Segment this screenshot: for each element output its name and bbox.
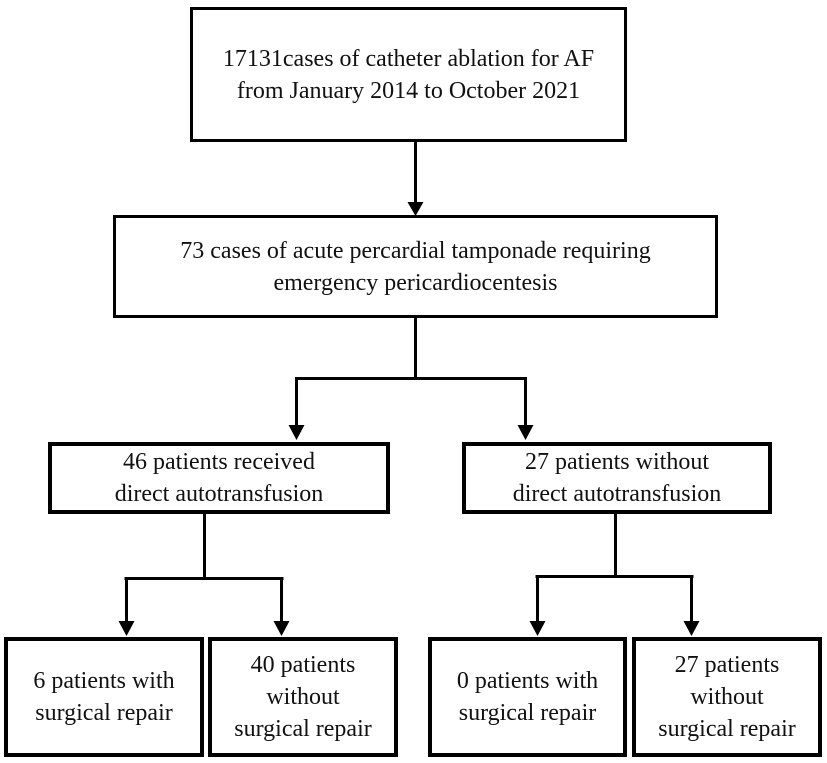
flow-box-ablation-cases: 17131cases of catheter ablation for AF f… xyxy=(190,7,627,142)
flow-box-dat-without-repair: 40 patients without surgical repair xyxy=(208,637,398,757)
arrowhead-down-icon xyxy=(407,202,424,216)
flow-box-dat-without-repair-text: 40 patients without surgical repair xyxy=(234,652,372,742)
flow-box-ablation-cases-text: 17131cases of catheter ablation for AF f… xyxy=(222,45,595,104)
flow-box-nodat-without-repair-text: 27 patients without surgical repair xyxy=(658,652,796,742)
flow-box-received-autotransfusion: 46 patients received direct autotransfus… xyxy=(48,442,390,514)
arrowhead-down-icon xyxy=(517,425,534,440)
flow-box-nodat-with-repair-text: 0 patients with surgical repair xyxy=(456,668,599,726)
flow-box-tamponade-text: 73 cases of acute percardial tamponade r… xyxy=(180,237,651,296)
arrowhead-down-icon xyxy=(683,621,700,636)
connector-line xyxy=(124,514,284,623)
flow-box-without-autotransfusion-text: 27 patients without direct autotransfusi… xyxy=(512,449,722,507)
flow-box-nodat-without-repair: 27 patients without surgical repair xyxy=(632,637,822,757)
arrowhead-down-icon xyxy=(273,621,290,636)
arrowhead-down-icon xyxy=(529,621,546,636)
arrowhead-down-icon xyxy=(288,425,305,440)
flow-box-nodat-with-repair: 0 patients with surgical repair xyxy=(428,637,627,757)
flow-box-dat-with-repair-text: 6 patients with surgical repair xyxy=(33,668,175,726)
connector-line xyxy=(535,514,694,623)
flow-box-tamponade: 73 cases of acute percardial tamponade r… xyxy=(113,215,718,318)
flow-box-dat-with-repair: 6 patients with surgical repair xyxy=(4,637,204,757)
flow-box-without-autotransfusion: 27 patients without direct autotransfusi… xyxy=(462,442,772,514)
arrowhead-down-icon xyxy=(118,621,135,636)
connector-line xyxy=(295,318,527,427)
flow-box-received-autotransfusion-text: 46 patients received direct autotransfus… xyxy=(114,449,324,507)
